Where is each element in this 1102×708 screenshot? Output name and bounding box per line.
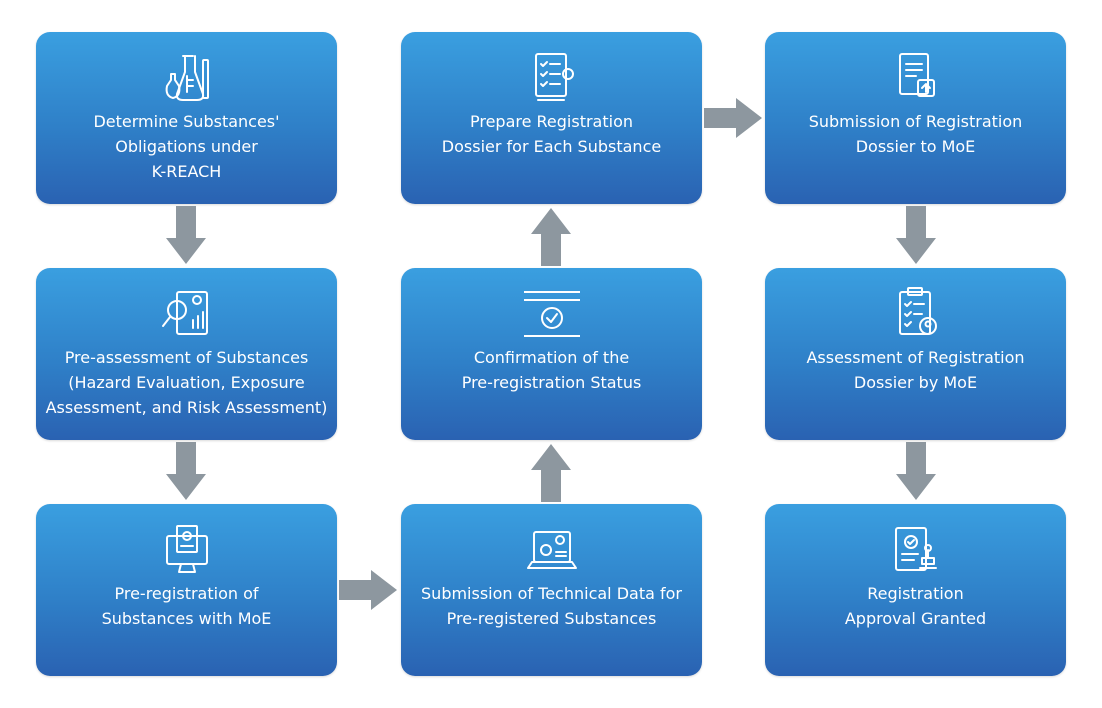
step-text-line: Registration bbox=[867, 584, 964, 603]
step-text-line: Determine Substances' bbox=[93, 112, 280, 131]
step-text-line: (Hazard Evaluation, Exposure bbox=[68, 373, 305, 392]
step-text-line: Pre-registration of bbox=[114, 584, 259, 603]
arrow-down-icon bbox=[166, 206, 206, 264]
analysis-report-icon bbox=[159, 286, 215, 342]
laptop-gears-icon bbox=[524, 522, 580, 578]
browser-check-icon bbox=[520, 286, 583, 342]
step-text-line: Approval Granted bbox=[844, 609, 987, 628]
arrow-down-icon bbox=[896, 442, 936, 500]
document-upload-icon bbox=[888, 50, 944, 106]
arrow-right-icon bbox=[704, 98, 762, 138]
checklist-gear-icon bbox=[524, 50, 580, 106]
step-text-line: K-REACH bbox=[151, 162, 222, 181]
step-text-line: Substances with MoE bbox=[101, 609, 272, 628]
arrow-up-icon bbox=[531, 208, 571, 266]
arrow-down-icon bbox=[896, 206, 936, 264]
step-text-line: Pre-registration Status bbox=[461, 373, 642, 392]
step-text-line: Pre-assessment of Substances bbox=[64, 348, 309, 367]
step-text-line: Confirmation of the bbox=[473, 348, 630, 367]
step-text-line: Prepare Registration bbox=[469, 112, 634, 131]
arrow-up-icon bbox=[531, 444, 571, 502]
document-stamp-icon bbox=[888, 522, 944, 578]
step-text-line: Obligations under bbox=[115, 137, 258, 156]
computer-document-icon bbox=[159, 522, 215, 578]
step-text-line: Submission of Registration bbox=[808, 112, 1023, 131]
arrow-right-icon bbox=[339, 570, 397, 610]
step-pre-registration: Pre-registration of Substances with MoE bbox=[36, 504, 337, 676]
clipboard-user-icon bbox=[888, 286, 944, 342]
step-text-line: Assessment, and Risk Assessment) bbox=[45, 398, 328, 417]
step-text-line: Pre-registered Substances bbox=[446, 609, 657, 628]
step-text-line: Dossier for Each Substance bbox=[441, 137, 662, 156]
lab-flasks-icon bbox=[159, 50, 215, 106]
step-pre-assessment: Pre-assessment of Substances (Hazard Eval… bbox=[36, 268, 337, 440]
step-text-line: Assessment of Registration bbox=[806, 348, 1025, 367]
arrow-down-icon bbox=[166, 442, 206, 500]
step-text-line: Submission of Technical Data for bbox=[421, 584, 682, 603]
step-text-line: Dossier to MoE bbox=[855, 137, 976, 156]
step-text-line: Dossier by MoE bbox=[853, 373, 978, 392]
